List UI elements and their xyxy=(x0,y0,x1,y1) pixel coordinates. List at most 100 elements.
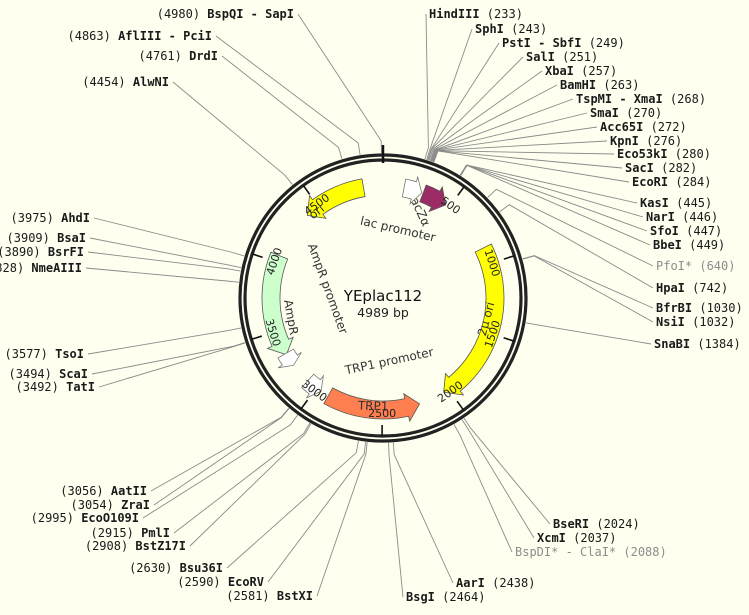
site-label-nmeaiii: (3828) NmeAIII xyxy=(0,261,82,275)
site-label-bfrbi: BfrBI (1030) xyxy=(656,301,743,315)
site-smai: SmaI (270) xyxy=(590,106,662,120)
site-name: AhdI xyxy=(61,211,90,225)
tick-mark xyxy=(456,400,465,411)
site-name: BspQI - SapI xyxy=(207,7,294,21)
site-position: (282) xyxy=(654,161,697,175)
site-position: (280) xyxy=(668,147,711,161)
site-xbai: XbaI (257) xyxy=(545,64,617,78)
leader-line xyxy=(189,423,312,547)
feature-lacz xyxy=(419,184,446,213)
site-aari: AarI (2438) xyxy=(456,576,535,590)
leader-line xyxy=(87,327,242,355)
site-label-zrai: (3054) ZraI xyxy=(71,498,150,512)
site-hpai: HpaI (742) xyxy=(656,281,728,295)
site-name: BstZ17I xyxy=(135,539,186,553)
leader-line xyxy=(221,55,343,160)
center-labels: YEplac112 4989 bp xyxy=(343,287,422,320)
site-bspdi-clai: BspDI* - ClaI* (2088) xyxy=(515,545,667,559)
site-label-alwni: (4454) AlwNI xyxy=(82,75,169,89)
site-position: (2995) xyxy=(31,511,82,525)
site-name: SalI xyxy=(526,50,555,64)
leader-line xyxy=(153,408,290,506)
site-position: (2464) xyxy=(435,590,486,604)
site-label-sphi: SphI (243) xyxy=(475,22,547,36)
site-name: PfoI* xyxy=(656,259,692,273)
site-position: (249) xyxy=(581,36,624,50)
site-position: (3909) xyxy=(7,231,58,245)
site-label-kpni: KpnI (276) xyxy=(610,134,682,148)
site-ecorv: (2590) EcoRV xyxy=(177,575,264,589)
site-bbei: BbeI (449) xyxy=(653,238,725,252)
site-name: Bsu36I xyxy=(180,561,223,575)
feature-trp1-promoter xyxy=(301,373,324,399)
site-label-bspdi-clai: BspDI* - ClaI* (2088) xyxy=(515,545,667,559)
site-bspqi-sapi: (4980) BspQI - SapI xyxy=(157,7,294,21)
site-position: (251) xyxy=(555,50,598,64)
site-name: BbeI xyxy=(653,238,682,252)
site-name: SphI xyxy=(475,22,504,36)
site-label-acc65i: Acc65I (272) xyxy=(600,120,687,134)
site-eco53ki: Eco53kI (280) xyxy=(617,147,711,161)
site-position: (233) xyxy=(480,7,523,21)
site-tati: (3492) TatI xyxy=(16,380,95,394)
site-position: (3577) xyxy=(5,347,56,361)
site-snabi: SnaBI (1384) xyxy=(654,337,741,351)
site-label-aari: AarI (2438) xyxy=(456,576,535,590)
tick-mark xyxy=(503,336,515,342)
site-name: Acc65I xyxy=(600,120,643,134)
site-bstz17i: (2908) BstZ17I xyxy=(85,539,186,553)
site-sphi: SphI (243) xyxy=(475,22,547,36)
site-name: XcmI xyxy=(537,531,566,545)
leader-line xyxy=(226,440,359,569)
site-position: (276) xyxy=(639,134,682,148)
site-label-drdi: (4761) DrdI xyxy=(139,49,218,63)
site-bstxi: (2581) BstXI xyxy=(226,589,313,603)
tick-mark xyxy=(503,254,515,260)
site-label-psti-sbfi: PstI - SbfI (249) xyxy=(502,36,625,50)
site-labels: (4980) BspQI - SapI(4863) AflIII - PciI(… xyxy=(0,7,743,604)
site-label-smai: SmaI (270) xyxy=(590,106,662,120)
leader-line xyxy=(461,419,535,539)
feature-label-trp1: TRP1 xyxy=(357,398,389,413)
site-aatii: (3056) AatII xyxy=(60,484,147,498)
site-name: SfoI xyxy=(650,224,679,238)
site-name: SacI xyxy=(625,161,654,175)
site-label-snabi: SnaBI (1384) xyxy=(654,337,741,351)
site-label-bsrfi: (3890) BsrFI xyxy=(0,245,84,259)
site-position: (3975) xyxy=(11,211,62,225)
site-name: AlwNI xyxy=(133,75,169,89)
site-label-bamhi: BamHI (263) xyxy=(560,78,639,92)
leader-line xyxy=(428,70,543,161)
site-name: SnaBI xyxy=(654,337,690,351)
leader-line xyxy=(463,418,551,525)
site-name: DrdI xyxy=(189,49,218,63)
site-name: HpaI xyxy=(656,281,685,295)
site-name: NarI xyxy=(646,210,675,224)
feature-ampr-promoter xyxy=(277,348,302,369)
leader-line xyxy=(392,442,454,584)
feature-ori xyxy=(306,178,366,219)
feature-2-ori xyxy=(443,243,505,396)
feature-ampr xyxy=(261,251,294,356)
site-label-bsai: (3909) BsaI xyxy=(7,231,86,245)
site-position: (3492) xyxy=(16,380,67,394)
site-leader-lines xyxy=(85,13,654,598)
leader-line xyxy=(499,204,654,289)
site-psti-sbfi: PstI - SbfI (249) xyxy=(502,36,625,50)
site-pmli: (2915) PmlI xyxy=(91,526,170,540)
site-tsoi: (3577) TsoI xyxy=(5,347,84,361)
tick-mark xyxy=(302,184,311,195)
leader-line xyxy=(388,442,404,598)
site-bsu36i: (2630) Bsu36I xyxy=(129,561,223,575)
site-label-bsu36i: (2630) Bsu36I xyxy=(129,561,223,575)
site-xcmi: XcmI (2037) xyxy=(537,531,616,545)
site-label-bsgi: BsgI (2464) xyxy=(406,590,485,604)
site-position: (3890) xyxy=(0,245,48,259)
site-label-saci: SacI (282) xyxy=(625,161,697,175)
site-name: HindIII xyxy=(429,7,480,21)
site-position: (3054) xyxy=(71,498,122,512)
site-label-xbai: XbaI (257) xyxy=(545,64,617,78)
tick-mark xyxy=(457,185,465,196)
site-name: BfrBI xyxy=(656,301,692,315)
site-label-tsoi: (3577) TsoI xyxy=(5,347,84,361)
